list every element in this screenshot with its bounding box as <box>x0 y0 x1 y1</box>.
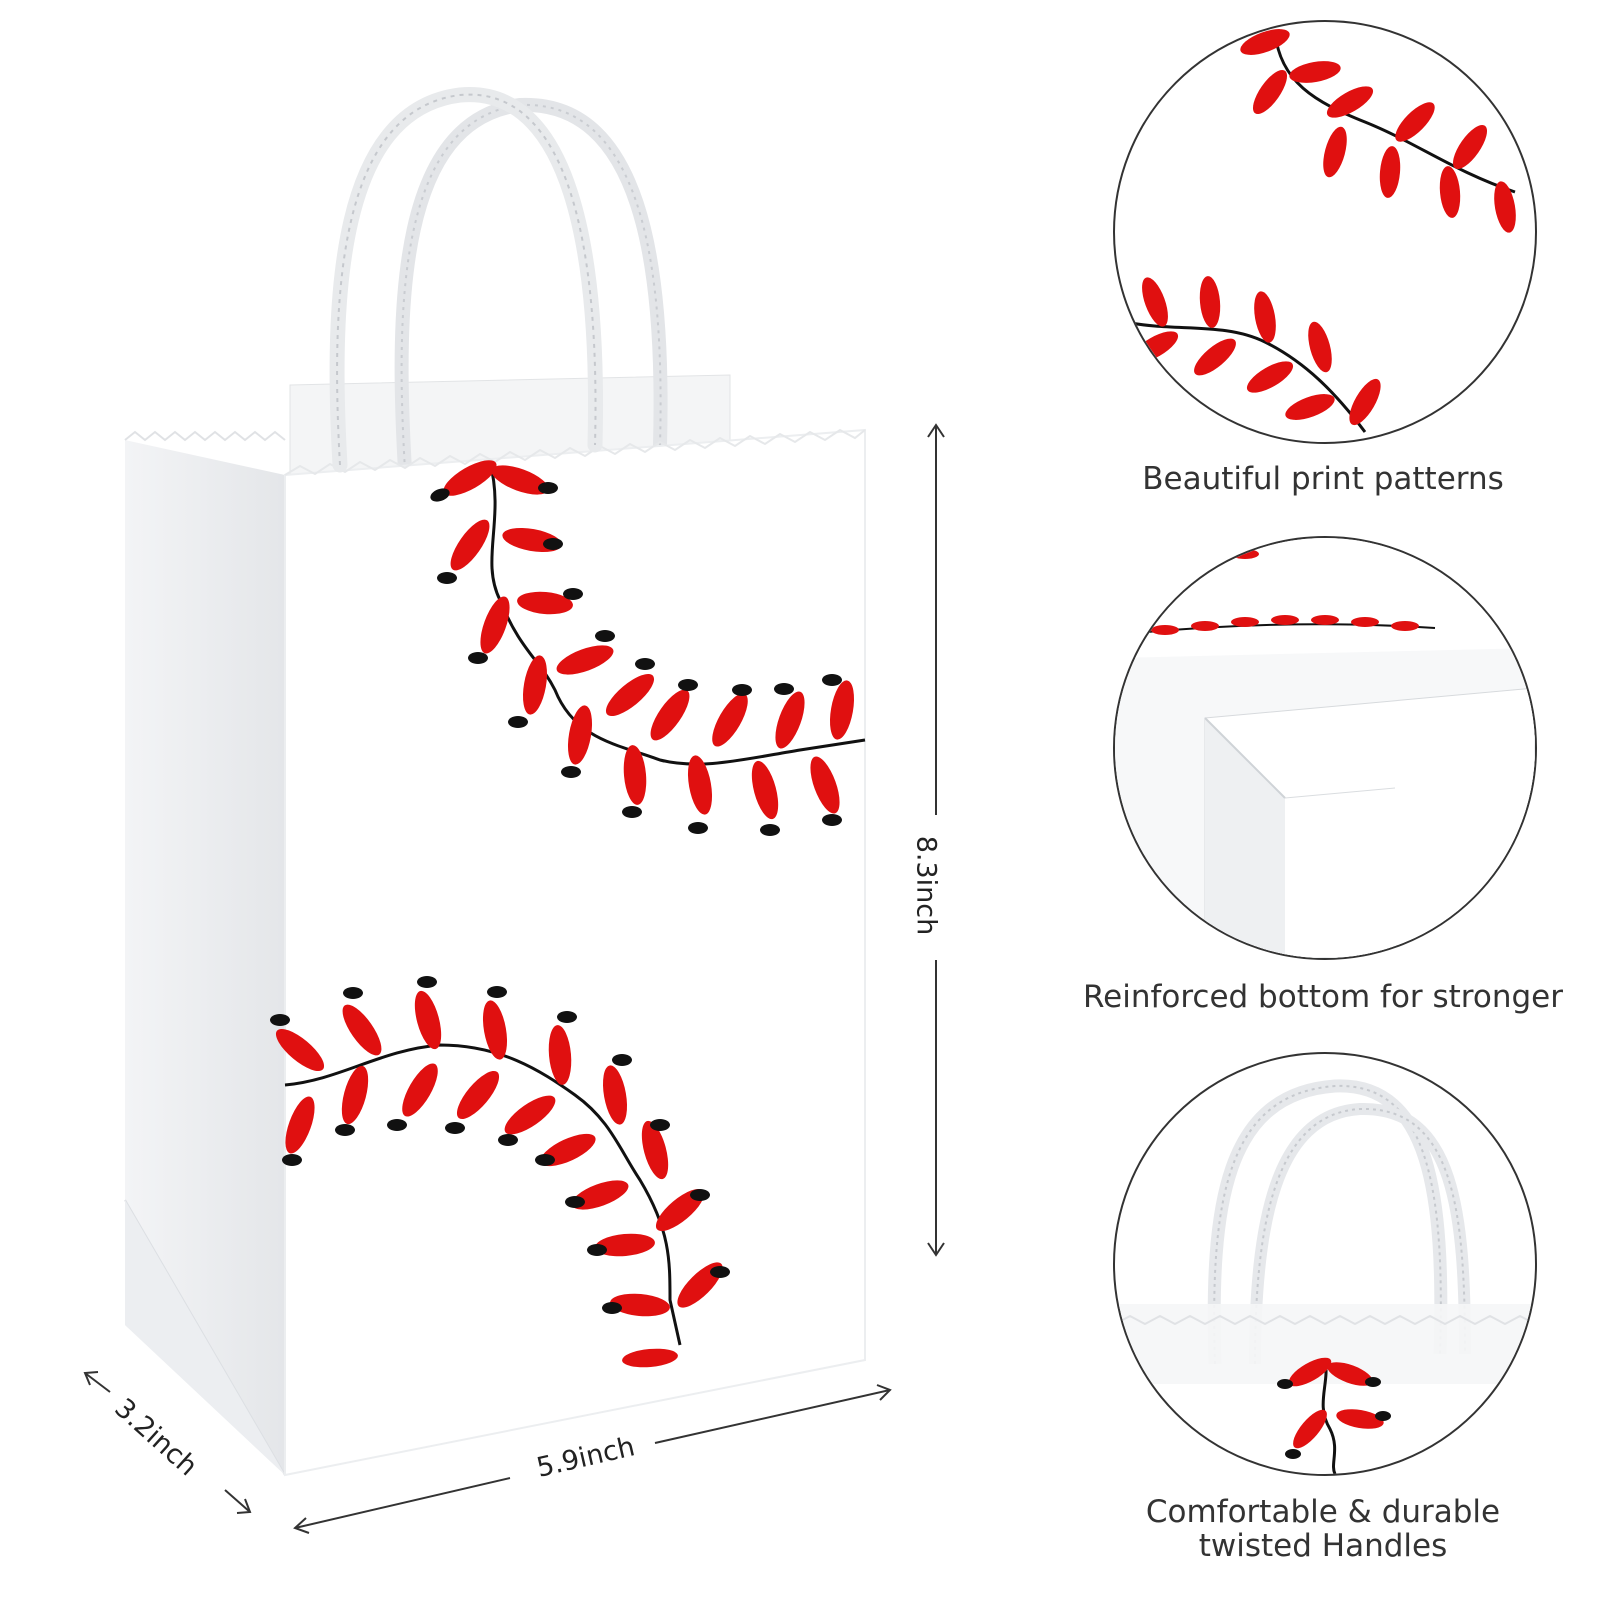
lower-baseball-stitches <box>270 976 730 1368</box>
feature-caption-handles-line2: twisted Handles <box>1198 1528 1448 1564</box>
front-serrated-edge <box>284 428 866 476</box>
height-label: 8.3inch <box>908 829 944 942</box>
gusset-serrated-edge <box>124 430 286 442</box>
product-illustration: 8.3inch 5.9inch 3.2inch <box>83 87 945 1534</box>
feature-caption-handles: Comfortable & durable twisted Handles <box>1063 1495 1583 1563</box>
feature-circle-bottom <box>1113 536 1537 960</box>
feature-circle-print <box>1113 20 1537 444</box>
bag-front-panel <box>284 428 866 1477</box>
bag-side-gusset <box>125 440 285 1475</box>
twisted-handle-icon <box>1115 1079 1535 1474</box>
dimension-lines <box>83 423 945 1534</box>
stitch-pattern-icon <box>1124 29 1516 433</box>
bag-bottom-icon <box>1115 538 1535 958</box>
feature-circle-handles <box>1113 1052 1537 1476</box>
feature-caption-print: Beautiful print patterns <box>1142 461 1504 497</box>
feature-caption-handles-line1: Comfortable & durable <box>1145 1494 1501 1530</box>
upper-baseball-stitches <box>430 460 866 836</box>
paper-bag <box>83 87 945 1534</box>
feature-caption-bottom: Reinforced bottom for stronger <box>1082 979 1563 1015</box>
